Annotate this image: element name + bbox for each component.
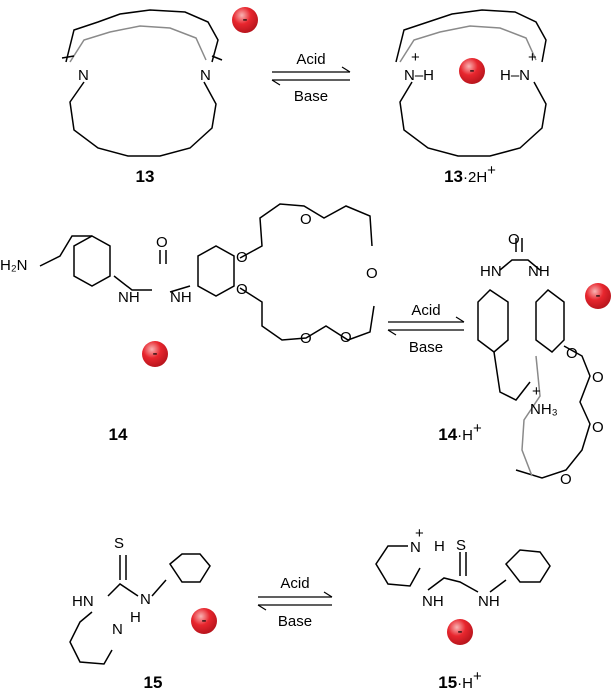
compound-13-diprotonated — [395, 9, 547, 157]
anion-2-right: - — [585, 283, 611, 309]
nh-15-left: NH — [422, 593, 444, 610]
crown-o-2: O — [236, 281, 248, 298]
compound-13 — [61, 9, 223, 157]
anion-sphere-icon — [191, 608, 217, 634]
plus-right: + — [528, 49, 537, 66]
anion-3-left: - — [191, 608, 217, 634]
hn-left-2: HN — [480, 263, 502, 280]
compound-label-14-h: 14·H+ — [438, 420, 482, 444]
hn-right: H–N — [500, 67, 530, 84]
crown-o-6: O — [340, 329, 352, 346]
crown-o-3: O — [300, 211, 312, 228]
compound-15-protonated — [375, 545, 551, 593]
thione-s: S — [114, 535, 124, 552]
arrow-top-label-2: Acid — [411, 302, 440, 319]
py-nh-15: N — [410, 539, 421, 556]
anion-3-right: - — [447, 619, 473, 645]
n-15: N — [140, 591, 151, 608]
thione-s-2: S — [456, 537, 466, 554]
arrow-top-label-1: Acid — [296, 51, 325, 68]
nh3-group: NH₃ — [530, 401, 558, 418]
crown-o-2c: O — [592, 419, 604, 436]
h2n-group: H₂N — [0, 257, 28, 274]
nh-right-2: NH — [528, 263, 550, 280]
crown-o-4: O — [366, 265, 378, 282]
equilibrium-arrows-2 — [387, 316, 465, 336]
anion-sign: - — [596, 287, 601, 304]
anion-sign: - — [243, 11, 248, 28]
compound-15 — [69, 553, 211, 665]
plus-left: + — [411, 49, 420, 66]
anion-sign: - — [458, 623, 463, 640]
py-n-15: N — [112, 621, 123, 638]
n-atom-right: N — [200, 67, 211, 84]
crown-back-bonds — [521, 355, 541, 477]
crown-o-2a: O — [566, 345, 578, 362]
arrow-bottom-label-2: Base — [409, 339, 443, 356]
n-atom-left: N — [78, 67, 89, 84]
plus-nh3: + — [532, 383, 541, 400]
carbonyl-o-2: O — [508, 231, 520, 248]
nh-15-right: NH — [478, 593, 500, 610]
compound-label-15-h: 15·H+ — [438, 668, 482, 691]
anion-1-right: - — [459, 58, 485, 84]
anion-sphere-icon — [447, 619, 473, 645]
crown-o-2b: O — [592, 369, 604, 386]
hn-15: HN — [72, 593, 94, 610]
anion-sign: - — [470, 62, 475, 79]
anion-sphere-icon — [585, 283, 611, 309]
compound-14 — [39, 203, 375, 341]
arrow-bottom-label-3: Base — [278, 613, 312, 630]
equilibrium-arrows-3 — [257, 591, 333, 611]
compound-14-protonated — [477, 238, 591, 479]
arrow-top-label-3: Acid — [280, 575, 309, 592]
anion-2-left: - — [142, 341, 168, 367]
anion-sphere-icon — [142, 341, 168, 367]
anion-sphere-icon — [232, 7, 258, 33]
compound-label-14: 14 — [109, 425, 128, 444]
anion-sign: - — [202, 612, 207, 629]
crown-o-5: O — [300, 330, 312, 347]
compound-label-13: 13 — [136, 167, 155, 186]
carbonyl-o: O — [156, 234, 168, 251]
anion-sphere-icon — [459, 58, 485, 84]
compound-label-15: 15 — [144, 673, 163, 691]
anion-sign: - — [153, 345, 158, 362]
crown-o-2d: O — [560, 471, 572, 488]
anion-1-left: - — [232, 7, 258, 33]
compound-label-13-2h: 13·2H+ — [444, 162, 496, 186]
nh-left: N–H — [404, 67, 434, 84]
h-15-right: H — [434, 538, 445, 555]
nh-left-urea: NH — [118, 289, 140, 306]
nh-right-urea: NH — [170, 289, 192, 306]
crown-o-1: O — [236, 249, 248, 266]
h-15: H — [130, 609, 141, 626]
equilibrium-arrows-1 — [271, 66, 351, 86]
arrow-bottom-label-1: Base — [294, 88, 328, 105]
plus-15: + — [415, 525, 424, 542]
